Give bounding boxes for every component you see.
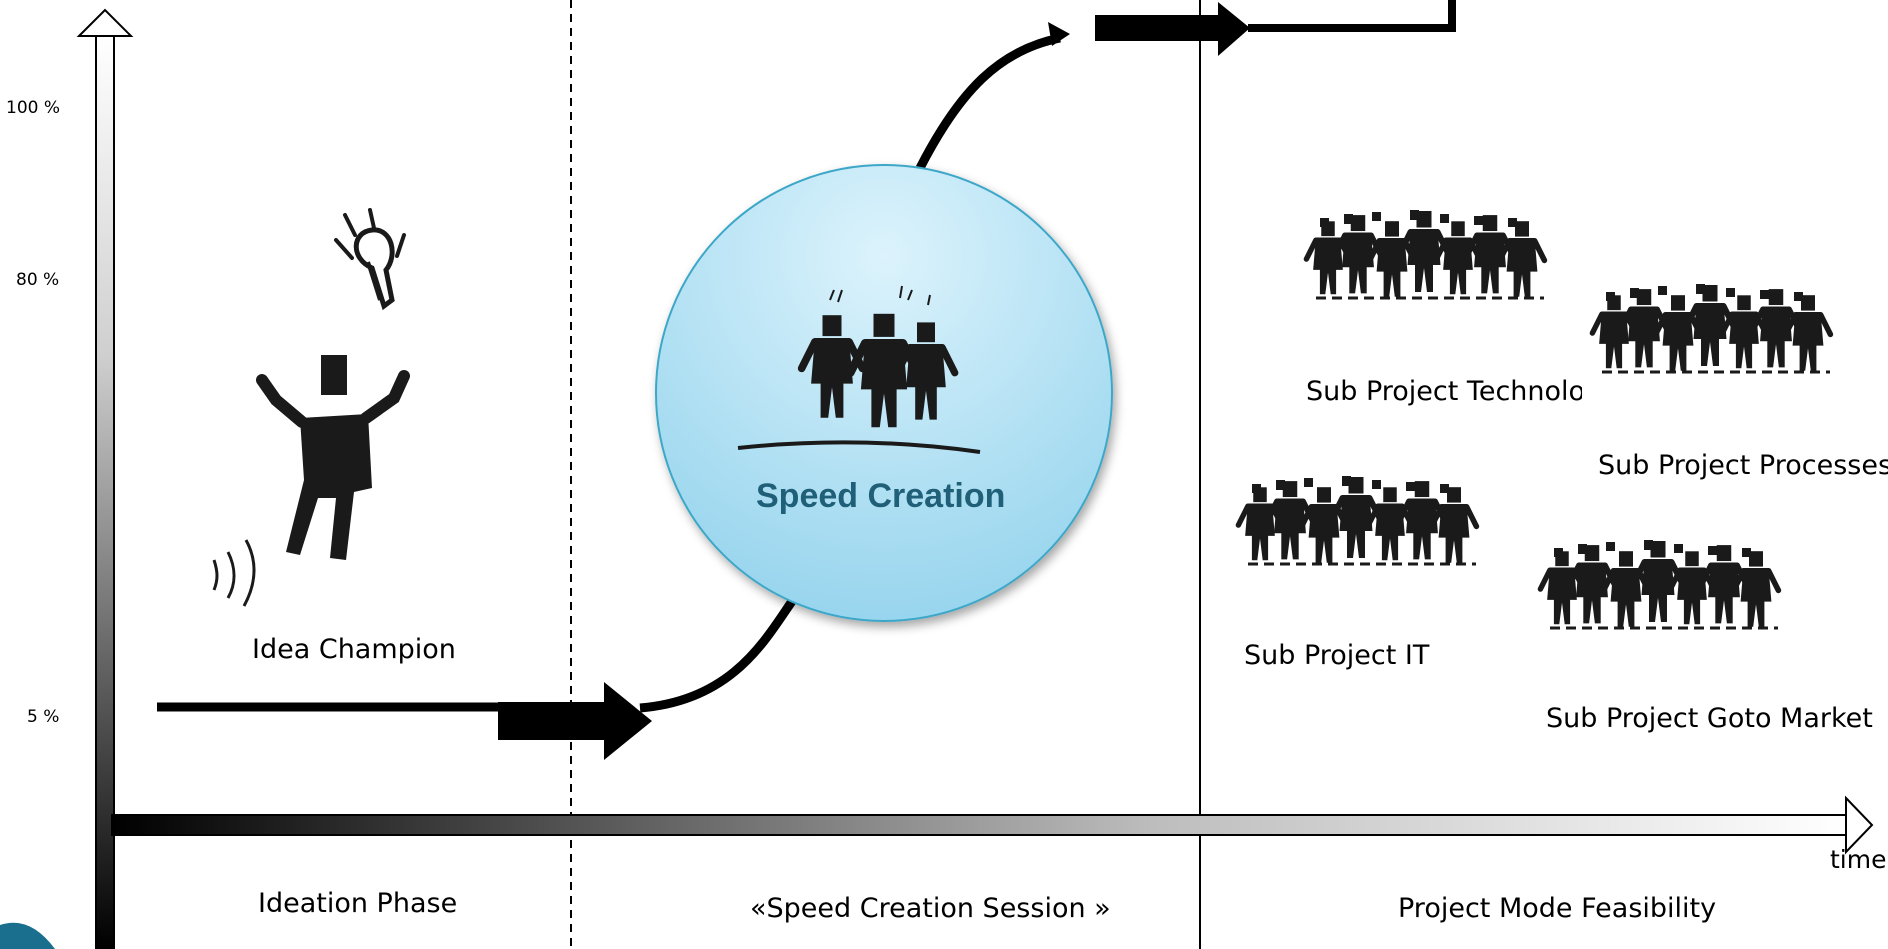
idea-champion-icon: [212, 208, 410, 607]
sub-project-technology-caption: Sub Project Technolo: [1306, 376, 1582, 407]
sub-project-processes-icon: [1592, 284, 1830, 372]
x-axis-arrow: [111, 795, 1874, 855]
process-path: [157, 0, 1456, 760]
y-tick-100: 100 %: [6, 98, 61, 118]
speed-creation-people-icon: [737, 285, 981, 454]
sub-project-goto-market-caption: Sub Project Goto Market: [1546, 703, 1873, 734]
sub-project-goto-market-icon: [1540, 540, 1778, 628]
x-axis-label: time: [1830, 845, 1887, 874]
phase-ideation-label: Ideation Phase: [258, 888, 458, 919]
y-axis-arrow: [76, 8, 134, 949]
y-tick-80: 80 %: [16, 270, 60, 290]
y-tick-5: 5 %: [27, 707, 60, 727]
sub-project-technology-icon: [1306, 210, 1544, 298]
corner-accent: [0, 922, 55, 949]
sub-project-processes-caption: Sub Project Processes: [1598, 450, 1888, 481]
speed-creation-title: Speed Creation: [756, 477, 1006, 515]
phase-session-label: «Speed Creation Session »: [750, 893, 1111, 924]
idea-champion-caption: Idea Champion: [252, 634, 456, 665]
phase-project-label: Project Mode Feasibility: [1398, 893, 1717, 924]
sub-project-it-icon: [1238, 476, 1476, 564]
sub-project-it-caption: Sub Project IT: [1244, 640, 1430, 671]
